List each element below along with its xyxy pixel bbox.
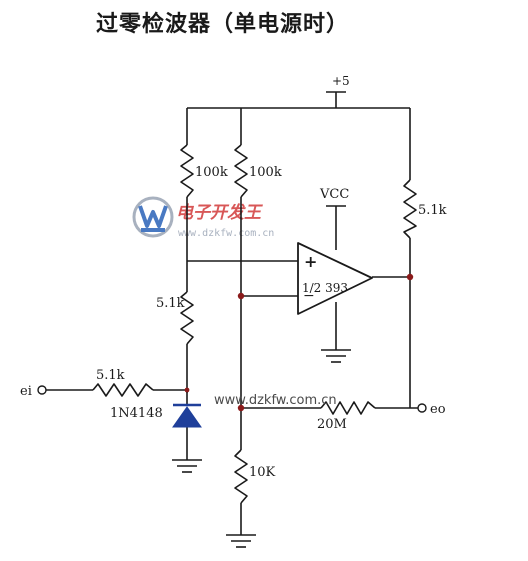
output-label: eo xyxy=(430,402,446,417)
resistor-5k1-right-label: 5.1k xyxy=(418,203,447,218)
resistor-20m-label: 20M xyxy=(317,417,347,432)
supply-5v: +5 xyxy=(326,74,350,93)
resistor-5k1-input: 5.1k xyxy=(92,368,154,397)
diagram-title: 过零检波器（单电源时） xyxy=(96,12,350,37)
diode-1n4148: 1N4148 xyxy=(110,403,202,428)
resistor-100k-mid-label: 100k xyxy=(249,165,282,180)
opamp-minus-sign: − xyxy=(303,288,315,304)
watermark: 电子开发王 www.dzkfw.com.cn xyxy=(132,196,274,239)
junction-nodes xyxy=(184,273,414,412)
input-terminal: ei xyxy=(20,384,47,399)
resistor-10k-label: 10K xyxy=(249,465,276,480)
resistor-20m-feedback: 20M xyxy=(317,401,376,432)
output-terminal: eo xyxy=(417,402,446,417)
resistor-100k-left: 100k xyxy=(180,144,228,198)
watermark-url-small: www.dzkfw.com.cn xyxy=(178,228,274,239)
resistor-5k1-input-label: 5.1k xyxy=(96,368,125,383)
resistor-100k-left-label: 100k xyxy=(195,165,228,180)
ground-bottom xyxy=(226,534,256,548)
ground-opamp xyxy=(321,349,351,363)
diode-label: 1N4148 xyxy=(110,406,163,421)
resistor-5k1-right: 5.1k xyxy=(403,179,447,239)
resistor-5k1-mid-left: 5.1k xyxy=(156,291,194,345)
watermark-brand: 电子开发王 xyxy=(176,203,263,223)
opamp-plus-sign: + xyxy=(304,252,317,271)
ground-diode xyxy=(172,459,202,473)
resistor-10k-bottom: 10K xyxy=(234,449,276,504)
watermark-url-center: www.dzkfw.com.cn xyxy=(214,393,337,408)
input-label: ei xyxy=(20,384,32,399)
wires xyxy=(46,92,418,535)
resistor-100k-mid: 100k xyxy=(234,144,282,198)
opamp-393: + − 1/2 393 xyxy=(297,242,373,315)
vcc-label: VCC xyxy=(319,187,349,202)
supply-label: +5 xyxy=(332,74,350,88)
opamp-label: 1/2 393 xyxy=(302,281,348,295)
watermark-logo-icon xyxy=(132,196,174,238)
vcc-symbol: VCC xyxy=(319,187,349,207)
resistor-5k1-mid-left-label: 5.1k xyxy=(156,296,185,311)
